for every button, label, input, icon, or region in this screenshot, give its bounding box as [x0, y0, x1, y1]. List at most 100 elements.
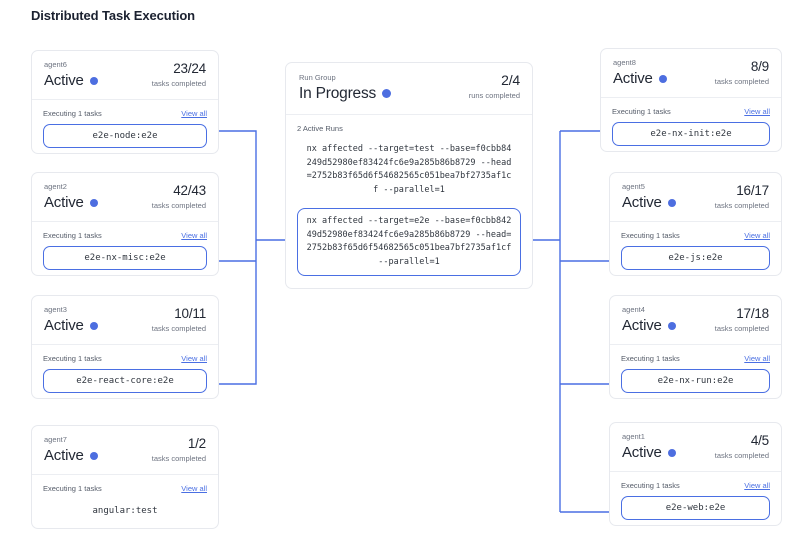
- agent-card-header: agent7 Active 1/2 tasks completed: [32, 426, 218, 475]
- agent-name: agent8: [613, 58, 636, 67]
- status-dot-icon: [89, 198, 98, 207]
- run-group-status-row: In Progress: [299, 84, 519, 103]
- agent-status-row: Active: [44, 193, 206, 212]
- executing-label: Executing 1 tasks: [43, 231, 102, 240]
- agent-status-row: Active: [44, 71, 206, 90]
- agent-count: 42/43 tasks completed: [152, 182, 206, 211]
- agent-count: 4/5 tasks completed: [715, 432, 769, 461]
- agent-name: agent7: [44, 435, 67, 444]
- executing-label: Executing 1 tasks: [621, 231, 680, 240]
- task-chip[interactable]: e2e-js:e2e: [621, 246, 770, 270]
- agent-count-label: tasks completed: [151, 454, 206, 463]
- run-group-status-text: In Progress: [299, 85, 377, 102]
- task-chip[interactable]: e2e-nx-run:e2e: [621, 369, 770, 393]
- agent-card-body: Executing 1 tasks View all e2e-web:e2e: [610, 472, 781, 525]
- agent-count-value: 10/11: [174, 306, 206, 321]
- task-chip[interactable]: e2e-react-core:e2e: [43, 369, 207, 393]
- task-chip[interactable]: e2e-nx-init:e2e: [612, 122, 770, 146]
- agent-card-agent1[interactable]: agent1 Active 4/5 tasks completed Execut…: [609, 422, 782, 526]
- agent-count-label: tasks completed: [151, 201, 206, 210]
- agent-card-agent7[interactable]: agent7 Active 1/2 tasks completed Execut…: [31, 425, 219, 529]
- agent-body-top: Executing 1 tasks View all: [621, 481, 770, 490]
- agent-name: agent3: [44, 305, 67, 314]
- agent-status-row: Active: [613, 69, 769, 88]
- view-all-link[interactable]: View all: [181, 231, 207, 240]
- agent-card-agent2[interactable]: agent2 Active 42/43 tasks completed Exec…: [31, 172, 219, 276]
- agent-count: 8/9 tasks completed: [715, 58, 769, 87]
- run-group-card[interactable]: Run Group In Progress 2/4 runs completed…: [285, 62, 533, 289]
- status-dot-icon: [667, 198, 676, 207]
- page-title: Distributed Task Execution: [31, 8, 196, 23]
- run-command-active[interactable]: nx affected --target=e2e --base=f0cbb842…: [297, 208, 521, 276]
- agent-count-label: tasks completed: [151, 79, 206, 88]
- status-dot-icon: [89, 451, 98, 460]
- agent-count-value: 8/9: [750, 59, 769, 74]
- task-chip[interactable]: e2e-web:e2e: [621, 496, 770, 520]
- agent-name: agent2: [44, 182, 67, 191]
- agent-status-text: Active: [44, 72, 84, 89]
- agent-card-body: Executing 1 tasks View all e2e-nx-run:e2…: [610, 345, 781, 398]
- agent-status-text: Active: [44, 194, 84, 211]
- view-all-link[interactable]: View all: [744, 481, 770, 490]
- agent-count-label: tasks completed: [714, 201, 769, 210]
- agent-status-text: Active: [44, 447, 84, 464]
- agent-count: 10/11 tasks completed: [152, 305, 206, 334]
- agent-count-value: 42/43: [173, 183, 206, 198]
- agent-card-header: agent1 Active 4/5 tasks completed: [610, 423, 781, 472]
- agent-status-text: Active: [44, 317, 84, 334]
- status-dot-icon: [382, 89, 392, 98]
- view-all-link[interactable]: View all: [181, 354, 207, 363]
- agent-status-row: Active: [622, 316, 769, 335]
- view-all-link[interactable]: View all: [744, 231, 770, 240]
- agent-body-top: Executing 1 tasks View all: [43, 231, 207, 240]
- view-all-link[interactable]: View all: [181, 484, 207, 493]
- agent-name: agent1: [622, 432, 645, 441]
- view-all-link[interactable]: View all: [744, 354, 770, 363]
- agent-card-agent4[interactable]: agent4 Active 17/18 tasks completed Exec…: [609, 295, 782, 399]
- run-group-count: 2/4 runs completed: [469, 72, 520, 101]
- status-dot-icon: [658, 74, 667, 83]
- agent-body-top: Executing 1 tasks View all: [621, 231, 770, 240]
- run-group-label: Run Group: [299, 73, 336, 82]
- agent-body-top: Executing 1 tasks View all: [43, 354, 207, 363]
- agent-count-label: tasks completed: [151, 324, 206, 333]
- agent-status-row: Active: [622, 443, 769, 462]
- agent-status-text: Active: [622, 444, 662, 461]
- agent-card-agent5[interactable]: agent5 Active 16/17 tasks completed Exec…: [609, 172, 782, 276]
- task-chip[interactable]: e2e-node:e2e: [43, 124, 207, 148]
- agent-card-header: agent2 Active 42/43 tasks completed: [32, 173, 218, 222]
- agent-count-label: tasks completed: [714, 324, 769, 333]
- agent-count-value: 17/18: [736, 306, 769, 321]
- task-chip[interactable]: angular:test: [43, 499, 207, 523]
- task-chip[interactable]: e2e-nx-misc:e2e: [43, 246, 207, 270]
- view-all-link[interactable]: View all: [744, 107, 770, 116]
- agent-count: 1/2 tasks completed: [152, 435, 206, 464]
- run-group-body: 2 Active Runs nx affected --target=test …: [286, 115, 532, 288]
- executing-label: Executing 1 tasks: [43, 109, 102, 118]
- agent-card-body: Executing 1 tasks View all e2e-react-cor…: [32, 345, 218, 398]
- agent-status-text: Active: [613, 70, 653, 87]
- view-all-link[interactable]: View all: [181, 109, 207, 118]
- run-group-header: Run Group In Progress 2/4 runs completed: [286, 63, 532, 115]
- agent-card-agent8[interactable]: agent8 Active 8/9 tasks completed Execut…: [600, 48, 782, 152]
- agent-card-agent6[interactable]: agent6 Active 23/24 tasks completed Exec…: [31, 50, 219, 154]
- agent-name: agent6: [44, 60, 67, 69]
- agent-status-row: Active: [44, 316, 206, 335]
- agent-card-header: agent6 Active 23/24 tasks completed: [32, 51, 218, 100]
- executing-label: Executing 1 tasks: [43, 354, 102, 363]
- agent-card-header: agent3 Active 10/11 tasks completed: [32, 296, 218, 345]
- agent-card-header: agent5 Active 16/17 tasks completed: [610, 173, 781, 222]
- agent-card-body: Executing 1 tasks View all e2e-nx-misc:e…: [32, 222, 218, 275]
- executing-label: Executing 1 tasks: [621, 481, 680, 490]
- agent-card-body: Executing 1 tasks View all e2e-nx-init:e…: [601, 98, 781, 151]
- run-command[interactable]: nx affected --target=test --base=f0cbb84…: [306, 144, 512, 195]
- status-dot-icon: [667, 448, 676, 457]
- agent-card-body: Executing 1 tasks View all e2e-js:e2e: [610, 222, 781, 275]
- wire-agent3: [209, 240, 257, 385]
- agent-count-label: tasks completed: [714, 77, 769, 86]
- agent-body-top: Executing 1 tasks View all: [43, 109, 207, 118]
- active-runs-label: 2 Active Runs: [297, 124, 343, 133]
- agent-status-row: Active: [44, 446, 206, 465]
- agent-name: agent4: [622, 305, 645, 314]
- agent-card-agent3[interactable]: agent3 Active 10/11 tasks completed Exec…: [31, 295, 219, 399]
